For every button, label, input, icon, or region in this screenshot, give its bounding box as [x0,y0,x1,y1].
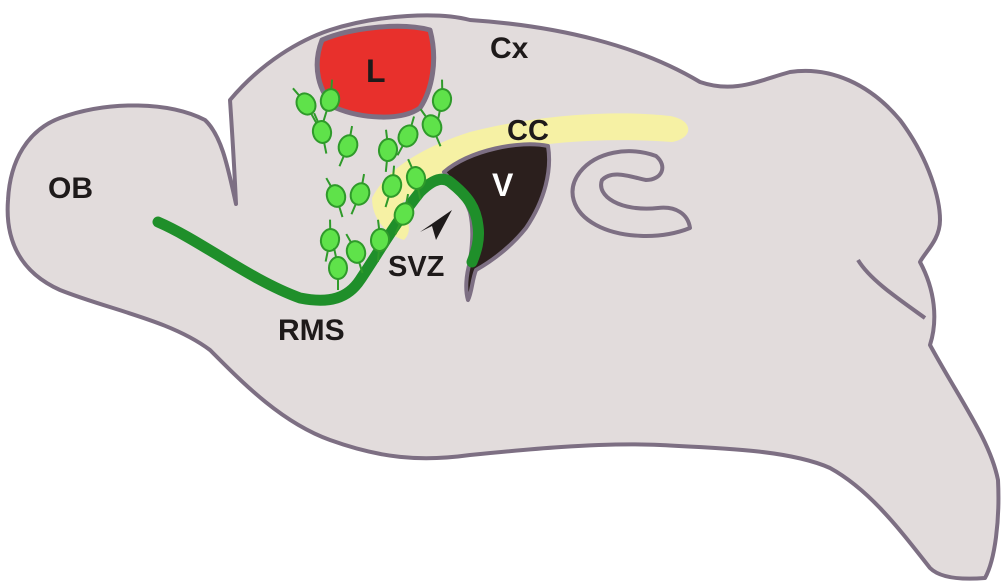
neuroblast-cell [325,177,347,218]
label-svz: SVZ [388,251,444,283]
corpus-callosum [372,113,689,240]
neuroblast-cell [311,112,333,154]
neuroblast-cell [319,219,341,262]
neuroblast-cell [328,247,348,290]
neuroblast-cell [369,219,391,262]
hippocampus-outline [570,149,692,238]
neuroblast-cell [381,165,403,208]
neuroblast-cell [431,79,453,122]
neuroblast-cell [337,125,359,167]
neuroblast-cluster [292,79,453,290]
label-ob: OB [48,172,93,205]
label-cx: Cx [490,32,529,65]
brain-outline [5,13,1001,581]
neuroblast-cell [292,87,318,124]
neuroblast-cell [419,108,443,147]
neuroblast-cell [349,173,371,215]
neuroblast-cell [319,79,341,122]
neuroblast-cell [393,193,415,235]
arrowhead-icon [420,210,452,240]
neuroblast-cell [396,116,419,156]
neuroblast-cell [345,233,367,274]
neuroblast-cell [405,158,427,200]
cerebellum-fold [856,258,927,320]
label-cc: CC [507,115,549,147]
label-rms: RMS [278,314,345,347]
label-ventricle: V [492,167,514,203]
label-lesion: L [366,53,386,89]
neuroblast-cell [377,129,399,172]
